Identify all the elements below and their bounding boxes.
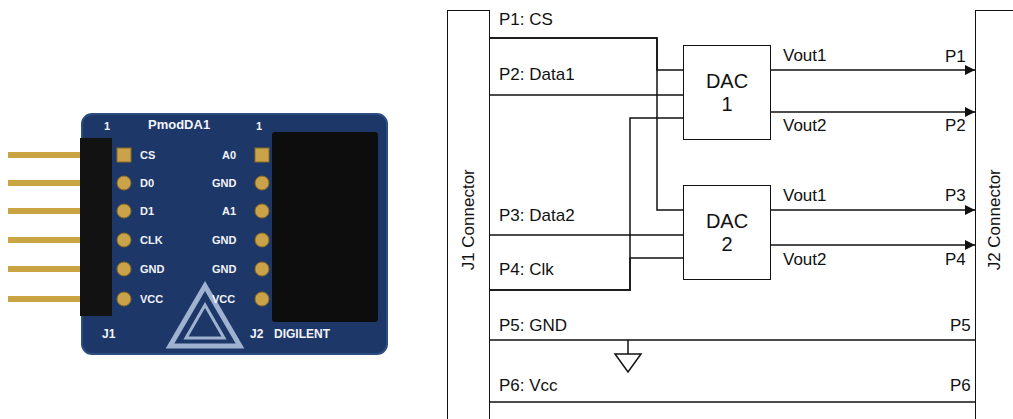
pad <box>255 262 269 276</box>
pin <box>8 180 88 186</box>
signal-name: Vout1 <box>781 186 829 206</box>
circuit-board <box>82 114 387 354</box>
silkscreen-label: J1 <box>102 328 115 342</box>
header-pins <box>8 152 88 302</box>
j1-header <box>80 138 112 316</box>
silkscreen-label: D1 <box>140 205 154 218</box>
silkscreen-label: VCC <box>212 293 235 306</box>
silkscreen-label: 1 <box>104 120 110 133</box>
j2-pads <box>255 148 269 306</box>
dac-block: DAC 2 <box>683 185 771 280</box>
ground-lead <box>627 340 629 354</box>
pad <box>255 148 269 162</box>
silkscreen-label: DIGILENT <box>274 328 330 342</box>
pin-number: P4 <box>945 250 966 270</box>
silkscreen-label: GND <box>212 234 236 247</box>
silkscreen-label: A1 <box>222 205 236 218</box>
signal-name: P2: Data1 <box>497 65 577 85</box>
signal-name: P3: Data2 <box>497 206 577 226</box>
connector-block: J2 Connector <box>975 10 1013 419</box>
output-arrow <box>771 244 975 246</box>
signal-name: Vout2 <box>781 250 829 270</box>
output-arrow <box>771 111 975 113</box>
silkscreen-label: GND <box>140 263 164 276</box>
logo-triangle <box>170 286 240 346</box>
pad <box>117 262 131 276</box>
block-label: J1 Connector <box>459 169 479 270</box>
signal-name: P5: GND <box>497 316 569 336</box>
signal-name: P6: Vcc <box>497 376 560 396</box>
pin <box>8 208 88 214</box>
signal-wire <box>490 38 683 210</box>
block-label: DAC 2 <box>703 210 751 256</box>
j2-socket <box>272 132 378 322</box>
signal-wire <box>490 118 683 290</box>
pin-number: P2 <box>945 116 966 136</box>
j1-pads <box>117 148 131 306</box>
pad <box>117 176 131 190</box>
pin <box>8 152 88 158</box>
connector-block: J1 Connector <box>447 10 490 419</box>
silkscreen-label: CS <box>140 149 155 162</box>
output-arrow <box>771 209 975 211</box>
block-label: DAC 1 <box>703 70 751 116</box>
silkscreen-label: D0 <box>140 177 154 190</box>
ground-symbol <box>615 340 641 372</box>
pad <box>255 233 269 247</box>
block-label: J2 Connector <box>985 169 1005 270</box>
pad <box>117 204 131 218</box>
silkscreen-label: 1 <box>256 120 262 133</box>
silkscreen-label: A0 <box>222 149 236 162</box>
pin-number: P5 <box>950 316 971 336</box>
pin <box>8 237 88 243</box>
pad <box>255 204 269 218</box>
signal-name: Vout2 <box>781 116 829 136</box>
pad <box>117 148 131 162</box>
signal-wire <box>490 94 683 96</box>
pad <box>117 292 131 306</box>
signal-name: P4: Clk <box>497 260 556 280</box>
pin-number: P6 <box>950 376 971 396</box>
pad <box>117 233 131 247</box>
silkscreen-label: GND <box>212 263 236 276</box>
silkscreen-label: J2 <box>250 328 263 342</box>
dac-block: DAC 1 <box>683 45 771 140</box>
silkscreen-label: GND <box>212 177 236 190</box>
output-arrow <box>771 69 975 71</box>
silkscreen-label: VCC <box>140 293 163 306</box>
signal-wire <box>490 339 975 341</box>
pin <box>8 296 88 302</box>
signal-wire <box>490 234 683 236</box>
pin-number: P3 <box>945 186 966 206</box>
silkscreen-label: PmodDA1 <box>148 118 210 133</box>
pin-number: P1 <box>945 47 966 67</box>
ground-triangle <box>615 354 641 372</box>
signal-wire <box>490 258 683 290</box>
pad <box>255 176 269 190</box>
pad <box>255 292 269 306</box>
signal-name: Vout1 <box>781 46 829 66</box>
pin <box>8 266 88 272</box>
signal-wire <box>490 401 975 403</box>
logo-triangle <box>186 305 224 338</box>
silkscreen-label: CLK <box>140 234 163 247</box>
signal-name: P1: CS <box>497 10 555 30</box>
